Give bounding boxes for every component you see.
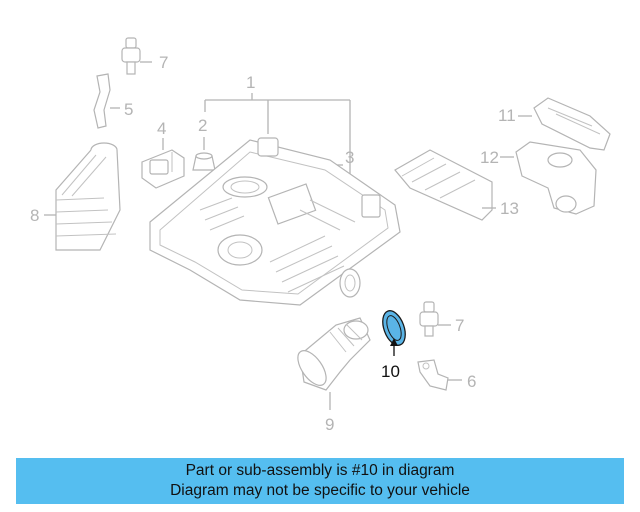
callout-7-right[interactable]: 7 — [455, 316, 464, 335]
part-7-sensor-right — [419, 301, 451, 337]
callout-2[interactable]: 2 — [198, 116, 207, 135]
callout-11[interactable]: 11 — [498, 106, 516, 125]
callout-4[interactable]: 4 — [157, 119, 166, 138]
part-11-duct — [533, 97, 611, 151]
part-10-clamp[interactable] — [378, 308, 409, 349]
part-4-sensor — [141, 149, 185, 189]
callout-12[interactable]: 12 — [480, 148, 499, 167]
part-5-bracket — [93, 73, 120, 129]
callout-7-top[interactable]: 7 — [159, 53, 168, 72]
part-8-air-duct — [44, 142, 121, 251]
part-6-bracket — [417, 359, 462, 391]
callout-3[interactable]: 3 — [345, 148, 354, 167]
caption-bar: Part or sub-assembly is #10 in diagram D… — [16, 458, 624, 504]
callout-10[interactable]: 10 — [381, 362, 400, 381]
part-9-intake-hose — [297, 317, 371, 391]
part-12-housing — [515, 141, 597, 215]
callout-13[interactable]: 13 — [500, 199, 519, 218]
callout-1[interactable]: 1 — [246, 73, 255, 92]
callout-8[interactable]: 8 — [30, 206, 39, 225]
part-13-inlet-duct — [394, 149, 496, 221]
callout-5[interactable]: 5 — [124, 100, 133, 119]
caption-line-2: Diagram may not be specific to your vehi… — [170, 482, 470, 499]
part-2-grommet — [192, 152, 216, 171]
part-7-sensor-top — [121, 37, 152, 75]
parts-diagram: 7 5 4 2 1 8 — [30, 37, 611, 434]
callout-9[interactable]: 9 — [325, 415, 334, 434]
part-1-engine-cover — [149, 137, 401, 306]
caption-line-1: Part or sub-assembly is #10 in diagram — [185, 462, 455, 479]
callout-6[interactable]: 6 — [467, 372, 476, 391]
